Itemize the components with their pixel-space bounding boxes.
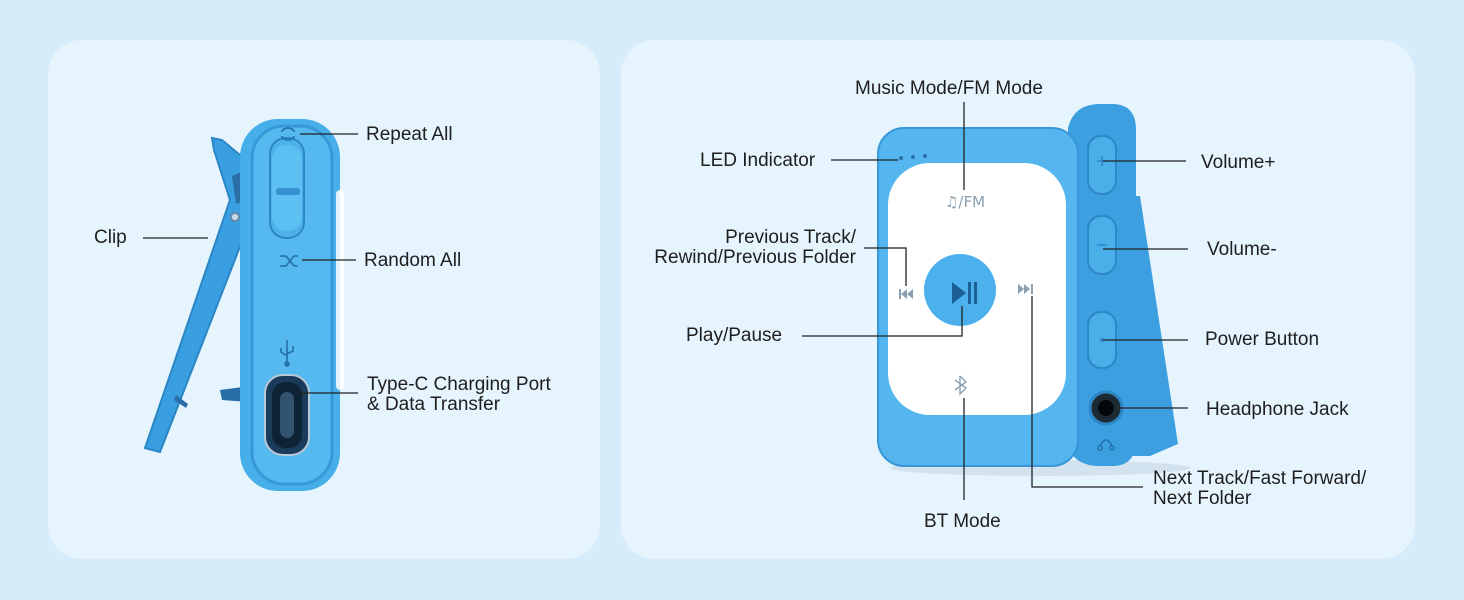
- led-indicator: [899, 154, 927, 160]
- next-label: Next Track/Fast Forward/ Next Folder: [1153, 468, 1367, 509]
- play-pause-icon: [952, 282, 977, 304]
- previous-icon[interactable]: [899, 289, 913, 299]
- left-leader-lines: [143, 133, 358, 394]
- next-icon[interactable]: [1018, 284, 1033, 294]
- led-label: LED Indicator: [700, 150, 816, 171]
- front-view-device: ♫/FM: [877, 104, 1190, 476]
- previous-label: Previous Track/ Rewind/Previous Folder: [654, 227, 856, 268]
- headphone-icon: [1097, 439, 1115, 451]
- headphone-jack: [1088, 390, 1124, 426]
- usb-icon: [280, 340, 294, 367]
- play-pause-label: Play/Pause: [686, 325, 783, 346]
- repeat-icon: [281, 127, 295, 141]
- random-all-label: Random All: [364, 250, 462, 271]
- side-view-device: [143, 119, 344, 491]
- clip-label: Clip: [94, 227, 127, 248]
- repeat-all-label: Repeat All: [366, 124, 453, 145]
- right-leader-lines: [802, 102, 1188, 500]
- typec-label: Type-C Charging Port & Data Transfer: [367, 374, 551, 415]
- shuffle-icon: [280, 255, 298, 267]
- volume-up-label: Volume+: [1201, 152, 1276, 173]
- clip: [143, 136, 260, 454]
- bt-mode-label: BT Mode: [924, 511, 1001, 532]
- mode-mark[interactable]: ♫/FM: [945, 193, 985, 211]
- volume-down-label: Volume-: [1207, 239, 1277, 260]
- headphone-jack-label: Headphone Jack: [1206, 399, 1349, 420]
- power-button-label: Power Button: [1205, 329, 1320, 350]
- bluetooth-icon[interactable]: [954, 375, 968, 396]
- mode-label: Music Mode/FM Mode: [855, 78, 1043, 99]
